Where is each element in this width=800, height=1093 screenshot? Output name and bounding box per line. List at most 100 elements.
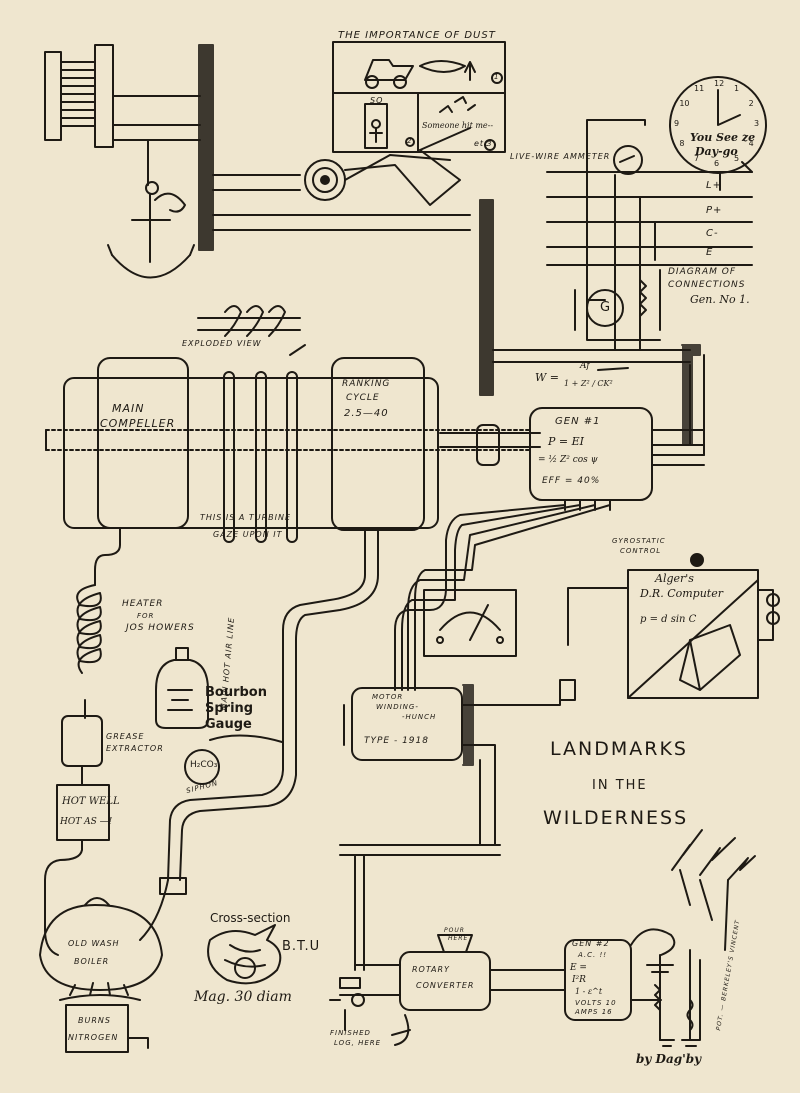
computer-label-2: D.R. Computer <box>640 587 723 600</box>
gen2-box <box>564 928 701 1047</box>
gen2-eq-1: E = <box>570 963 587 973</box>
comic-title: THE IMPORTANCE OF DUST <box>338 30 496 41</box>
gen-shaft-right <box>651 444 705 456</box>
turbine-ranking: RANKING <box>342 379 391 389</box>
btu-label: B.T.U <box>282 939 321 954</box>
anchor-icon <box>107 139 195 279</box>
mag-label: Mag. 30 diam <box>194 989 292 1005</box>
clock-number: 8 <box>679 139 685 148</box>
hotwell-label-1: HOT WELL <box>62 796 120 807</box>
credit: by Dag'by <box>636 1052 702 1066</box>
finished-log-2: LOG, HERE <box>334 1039 382 1047</box>
lightning-icon <box>671 829 756 881</box>
hotwell-label-2: HOT AS —! <box>60 817 113 827</box>
clock-number: 3 <box>754 119 760 128</box>
clock-number: 2 <box>748 99 754 108</box>
comic-n3: 3 <box>487 140 493 148</box>
comic-n2: 2 <box>407 137 413 145</box>
converter-drive-shaft <box>339 759 501 971</box>
hot-well-box <box>56 784 110 841</box>
heater-coil <box>76 527 121 719</box>
line-label-c: C- <box>706 228 719 239</box>
formula-w-num: Af <box>580 361 590 371</box>
exploded-arrow <box>289 344 306 356</box>
connections-caption-1: DIAGRAM OF <box>668 267 737 277</box>
turbine-compeller: COMPELLER <box>100 417 176 430</box>
title-line-3: WILDERNESS <box>543 807 689 829</box>
cross-section-title: Cross-section <box>210 911 291 925</box>
bourbon-label-1: Bourbon <box>205 685 267 700</box>
comic-sign: SQ <box>370 96 384 105</box>
main-hot-air-line <box>167 529 379 881</box>
gen1-eq2: = ½ Z² cos ψ <box>538 455 598 465</box>
gen1-eff: EFF = 40% <box>542 476 601 486</box>
vertical-shaft <box>689 354 705 456</box>
lightning-rods <box>679 869 729 951</box>
turbine-cycle: CYCLE <box>346 393 380 403</box>
clock-text-2: Day-go <box>695 145 738 158</box>
gen2-volts: VOLTS 10 <box>575 999 617 1007</box>
gen2-eq-3: 1 - ε^t <box>575 987 603 996</box>
grease-label-2: EXTRACTOR <box>106 744 164 753</box>
gen2-eq-2: I²R <box>572 975 586 985</box>
clock-number: 5 <box>734 153 740 163</box>
cross-section-sketch <box>207 924 282 985</box>
comic-caption: Someone hit me-- <box>422 121 494 130</box>
turbine-main: MAIN <box>112 402 145 415</box>
connections-caption-2: CONNECTIONS <box>668 280 746 290</box>
turbine-note-2: GAZE UPON IT <box>213 530 283 539</box>
winch-drum <box>44 44 214 251</box>
formula-w-den: 1 + Z² / CK² <box>564 379 613 388</box>
exploded-view-label: EXPLODED VIEW <box>182 339 262 348</box>
gen2-title: GEN #2 <box>572 939 610 948</box>
motor-label-3: -HUNCH <box>402 713 437 721</box>
hotwell-pipe <box>44 839 83 956</box>
formula-w-lhs: W = <box>535 371 560 384</box>
boiler-label-1: OLD WASH <box>68 939 120 948</box>
heater-label-2: FOR <box>137 612 155 620</box>
boiler-label-2: BOILER <box>74 957 110 966</box>
rotary-converter <box>329 934 566 1046</box>
rack-shaft <box>492 349 691 363</box>
connections-diagram <box>546 119 753 351</box>
crank-rod <box>419 127 471 151</box>
gen1-eq1: P = EI <box>548 435 584 448</box>
air-valve <box>159 877 187 895</box>
gen2-ac: A.C. !! <box>578 951 608 959</box>
heater-label-1: HEATER <box>122 599 164 609</box>
gen1-title: GEN #1 <box>555 416 601 427</box>
comic-strip <box>332 41 506 153</box>
comic-word: etc <box>474 139 490 148</box>
line-label-l: L+ <box>706 180 722 191</box>
computer-eq: p = d sin C <box>640 614 697 625</box>
finished-log-1: FINISHED <box>330 1029 371 1037</box>
clock-number: 1 <box>734 84 740 94</box>
grease-extractor <box>61 715 103 767</box>
title-line-1: LANDMARKS <box>550 738 688 760</box>
turbine-note-1: THIS IS A TURBINE <box>200 513 292 522</box>
computer-box <box>559 553 780 701</box>
meter-box <box>423 589 517 657</box>
clock-number: 6 <box>714 159 720 168</box>
pour-label-1: POUR <box>444 927 465 934</box>
exploded-view-rings <box>197 305 301 337</box>
gyro-label-1: GYROSTATIC <box>612 537 666 545</box>
clock-number: 4 <box>748 139 754 148</box>
gen1-wires <box>394 504 611 691</box>
boiler-kettle <box>39 879 169 1053</box>
pour-label-2: HERE <box>448 935 469 942</box>
bourbon-label-2: Spring <box>205 701 254 716</box>
comic-n1: 1 <box>494 73 500 81</box>
bourbon-label-3: Gauge <box>205 717 252 732</box>
crank-linkage <box>344 149 461 206</box>
gyro-label-2: CONTROL <box>620 547 662 555</box>
turbine <box>45 357 541 543</box>
computer-label-1: Alger's <box>655 572 694 585</box>
formula-arrow <box>597 367 629 371</box>
ammeter-label: LIVE-WIRE AMMETER <box>510 152 611 161</box>
connections-caption-3: Gen. No 1. <box>690 293 750 306</box>
clock-number: 10 <box>679 99 690 108</box>
flywheel <box>304 154 451 201</box>
clock-number: 9 <box>674 119 680 128</box>
